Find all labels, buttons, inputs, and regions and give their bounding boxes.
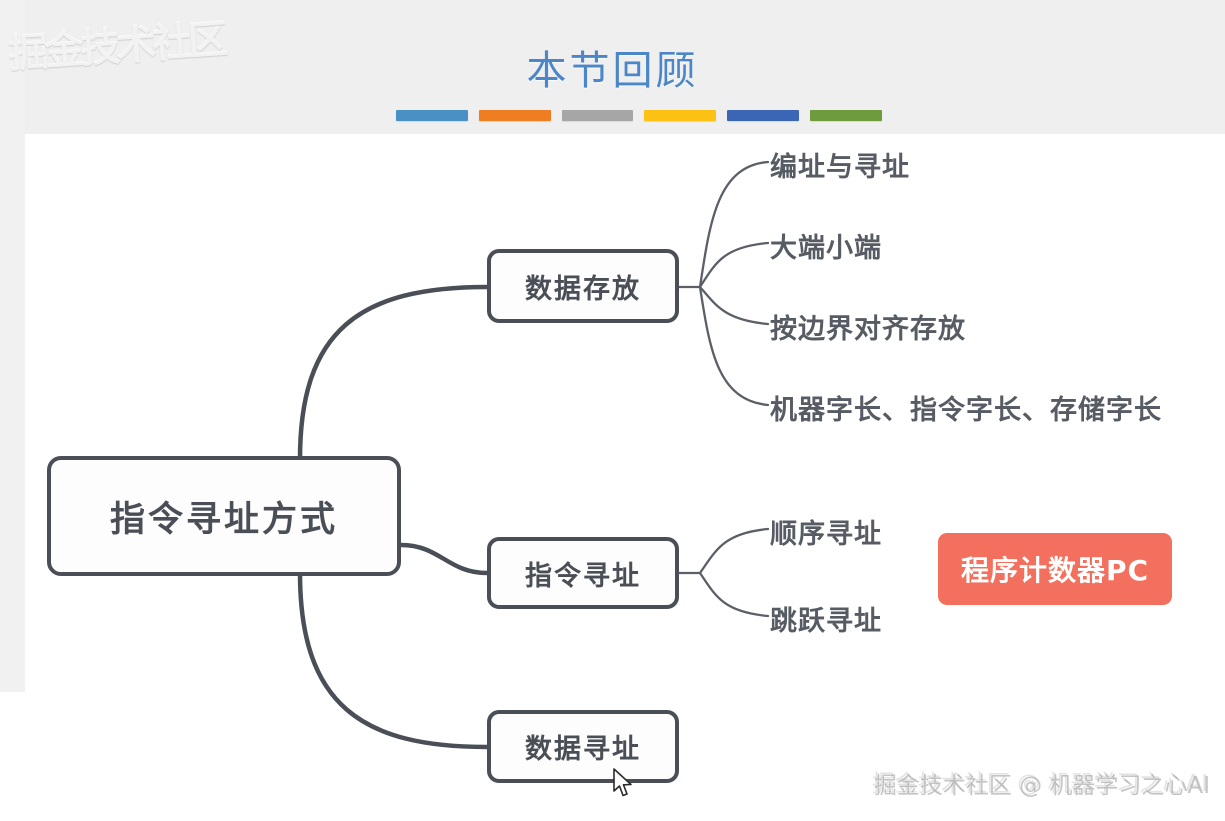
- accent-bar-green: [810, 110, 882, 121]
- connector-branch-0-leaf-3: [698, 285, 770, 407]
- page-title: 本节回顾: [526, 48, 699, 94]
- left-gutter: [0, 0, 25, 692]
- connector-root-to-branch-1: [398, 542, 490, 576]
- accent-bar-darkblue: [727, 110, 800, 121]
- callout-program-counter[interactable]: 程序计数器PC: [938, 533, 1172, 605]
- connector-branch-0-leaf-0: [698, 160, 770, 289]
- accent-bar-yellow: [644, 110, 717, 121]
- mindmap-branch-node-data-addressing[interactable]: 数据寻址: [487, 710, 679, 783]
- connector-branch-1-leaf-1: [698, 571, 770, 618]
- accent-bar-blue: [396, 110, 468, 121]
- connector-branch-1-leaf-0: [698, 527, 770, 575]
- mindmap-leaf-label-jump-addressing[interactable]: 跳跃寻址: [770, 606, 882, 637]
- connector-root-to-branch-2: [297, 570, 490, 750]
- accent-bar-orange: [478, 110, 551, 121]
- mindmap-branch-node-instruction-addressing[interactable]: 指令寻址: [487, 537, 679, 609]
- accent-bar-gray: [561, 110, 634, 121]
- mindmap-root-node[interactable]: 指令寻址方式: [47, 456, 401, 576]
- connector-branch-0-leaf-2: [698, 285, 770, 326]
- accent-bar-group: [396, 110, 882, 121]
- mindmap-leaf-label-addressing[interactable]: 编址与寻址: [770, 152, 910, 183]
- mindmap-leaf-label-sequential-addressing[interactable]: 顺序寻址: [770, 519, 882, 550]
- connector-branch-0-leaf-1: [698, 241, 770, 289]
- connector-root-to-branch-0: [297, 284, 490, 462]
- mindmap-branch-node-data-storage[interactable]: 数据存放: [487, 249, 679, 323]
- mindmap-leaf-label-word-lengths[interactable]: 机器字长、指令字长、存储字长: [770, 395, 1162, 426]
- mindmap-leaf-label-endianness[interactable]: 大端小端: [770, 233, 882, 264]
- mindmap-leaf-label-boundary-alignment[interactable]: 按边界对齐存放: [770, 314, 966, 345]
